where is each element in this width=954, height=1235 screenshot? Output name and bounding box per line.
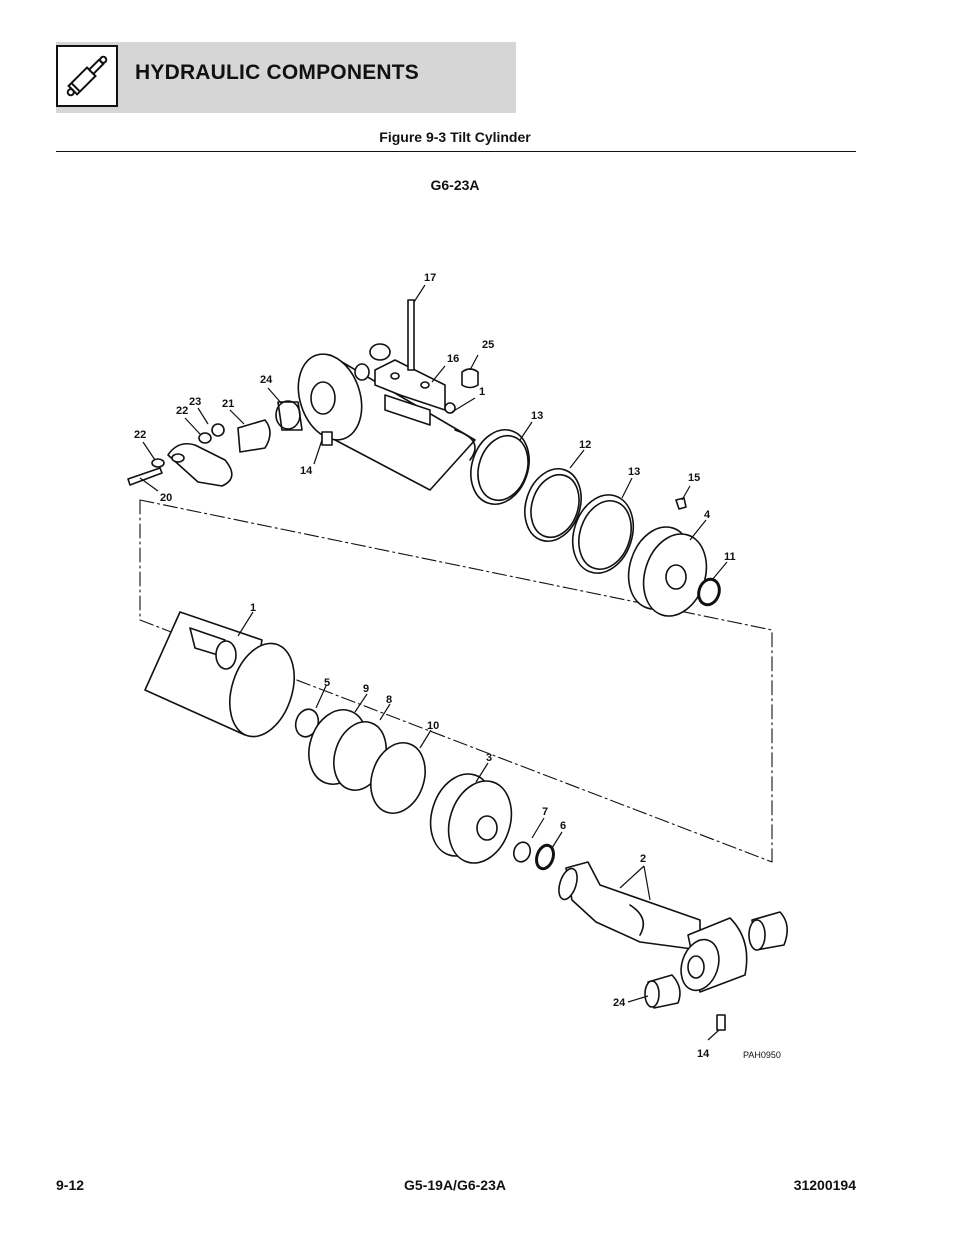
- figure-caption: Figure 9-3 Tilt Cylinder: [379, 129, 531, 145]
- tilt-cylinder-drawing: 17 25 16 1 24 23 22 21 22 14 20 13 12 13…: [127, 272, 788, 1060]
- callout-12: 12: [579, 439, 591, 451]
- callout-24-lower: 24: [613, 997, 626, 1009]
- hydraulic-cylinder-icon: [56, 45, 118, 107]
- model-label: G6-23A: [430, 177, 480, 193]
- document-number: 31200194: [793, 1177, 856, 1193]
- callout-20: 20: [160, 492, 172, 504]
- header-band: [56, 42, 516, 113]
- callout-15: 15: [688, 472, 700, 484]
- callout-1-lower: 1: [250, 602, 256, 614]
- page-number: 9-12: [56, 1177, 85, 1193]
- callout-24-upper: 24: [260, 374, 273, 386]
- callout-1-upper: 1: [479, 386, 485, 398]
- callout-21: 21: [222, 398, 234, 410]
- callout-10: 10: [427, 720, 439, 732]
- callout-11: 11: [724, 551, 736, 563]
- callout-23: 23: [189, 396, 201, 408]
- callout-16: 16: [447, 353, 459, 365]
- callout-2: 2: [640, 853, 646, 865]
- callout-6: 6: [560, 820, 566, 832]
- callout-9: 9: [363, 683, 369, 695]
- callout-8: 8: [386, 694, 392, 706]
- callout-22-lower: 22: [134, 429, 146, 441]
- drawing-code: PAH0950: [743, 1050, 781, 1060]
- callout-5: 5: [324, 677, 330, 689]
- callout-4: 4: [704, 509, 711, 521]
- callout-3: 3: [486, 752, 492, 764]
- model-numbers: G5-19A/G6-23A: [404, 1177, 506, 1193]
- callout-13-second: 13: [628, 466, 640, 478]
- callout-13-first: 13: [531, 410, 543, 422]
- callout-17: 17: [424, 272, 436, 284]
- page-title: HYDRAULIC COMPONENTS: [135, 61, 420, 84]
- callout-22-upper: 22: [176, 405, 188, 417]
- divider: [56, 151, 856, 152]
- callout-14-upper: 14: [300, 465, 313, 477]
- callout-14-lower: 14: [697, 1048, 710, 1060]
- callout-7: 7: [542, 806, 548, 818]
- callout-25: 25: [482, 339, 494, 351]
